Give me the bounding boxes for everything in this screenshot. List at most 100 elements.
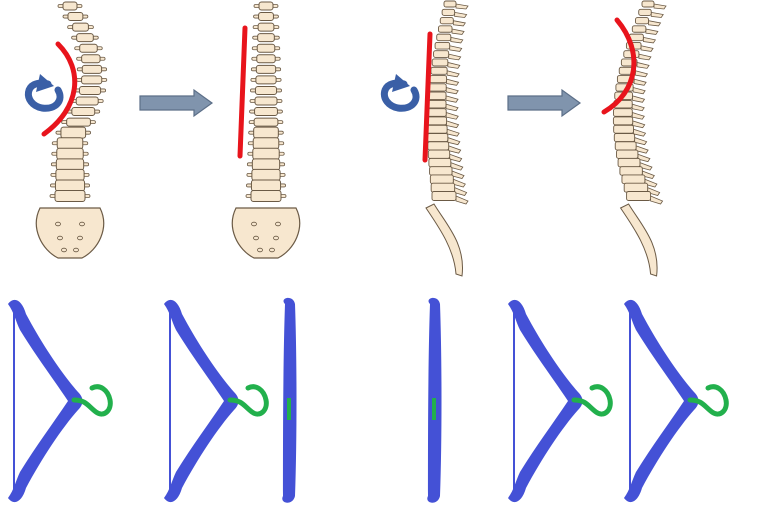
vertebra: [258, 12, 274, 22]
vertebra: [430, 66, 448, 75]
spine-front-straight-icon: [231, 1, 301, 259]
coat-hanger-edge-icon: [282, 297, 297, 503]
red-straight-line: [422, 31, 433, 163]
vertebra: [426, 108, 447, 117]
vertebra: [75, 96, 99, 106]
vertebra: [439, 17, 454, 25]
vertebra: [257, 33, 275, 43]
coat-hanger-front-icon: [8, 299, 113, 503]
curved-rotation-arrow-icon: [380, 74, 420, 112]
vertebra: [623, 182, 649, 193]
hanger-hook: [571, 384, 613, 417]
vertebra: [55, 168, 85, 181]
vertebra: [56, 137, 84, 150]
vertebra: [62, 1, 78, 11]
vertebra: [621, 174, 646, 185]
coat-hanger-front-icon: [508, 299, 613, 503]
vertebra: [251, 168, 281, 181]
vertebra: [429, 75, 448, 84]
vertebra: [429, 174, 454, 185]
sacral-foramen: [269, 247, 275, 253]
vertebra: [436, 33, 452, 42]
vertebra: [443, 0, 457, 8]
vertebra: [434, 41, 451, 50]
vertebra: [638, 8, 652, 16]
vertebra: [438, 25, 453, 33]
vertebra: [54, 190, 86, 202]
coat-hanger-front-icon: [164, 299, 269, 503]
right-arrow-icon: [139, 88, 214, 118]
vertebra: [428, 83, 447, 92]
vertebra: [431, 58, 449, 67]
vertebra: [251, 158, 281, 171]
sacral-foramen: [275, 221, 281, 227]
vertebra: [54, 179, 86, 192]
sacrum-side: [619, 203, 658, 277]
vertebra: [255, 64, 277, 74]
vertebra: [428, 157, 452, 168]
vertebra: [253, 126, 279, 139]
vertebra: [613, 108, 633, 117]
vertebra: [76, 33, 94, 43]
vertebra: [427, 141, 450, 151]
rotation-arrow-head: [36, 74, 54, 92]
vertebra: [55, 158, 85, 171]
hanger-hook-edge: [432, 398, 436, 420]
vertebra: [56, 147, 84, 160]
vertebra: [254, 85, 278, 95]
sacral-foramen: [79, 221, 85, 227]
vertebra: [426, 124, 448, 134]
vertebra: [631, 25, 647, 33]
vertebra: [67, 12, 84, 22]
sacral-foramen: [273, 235, 279, 241]
vertebra: [612, 116, 634, 126]
vertebra: [257, 22, 275, 32]
vertebra: [81, 75, 103, 85]
vertebra: [617, 157, 641, 168]
vertebra: [60, 126, 87, 139]
vertebra: [253, 117, 279, 127]
sacral-foramen: [57, 235, 63, 241]
coat-hanger-front-icon: [624, 299, 729, 503]
rotation-arrow-head: [392, 74, 410, 92]
coat-hanger-edge-icon: [427, 297, 442, 503]
sacral-foramen: [61, 247, 67, 253]
vertebra: [252, 137, 280, 150]
vertebra: [429, 166, 453, 176]
vertebra: [254, 107, 278, 117]
vertebra: [641, 0, 655, 8]
sacral-foramen: [77, 235, 83, 241]
vertebra: [81, 54, 101, 64]
vertebra: [427, 99, 447, 109]
vertebra: [427, 91, 447, 100]
vertebra: [613, 133, 636, 143]
vertebra: [614, 141, 637, 151]
hanger-hook: [227, 384, 269, 417]
vertebra: [72, 22, 89, 32]
red-straight-line: [237, 25, 248, 159]
vertebra: [426, 116, 448, 126]
sacrum: [231, 207, 301, 259]
sacral-foramen: [251, 221, 257, 227]
sacral-foramen: [55, 221, 61, 227]
rotation-arrow-body: [24, 79, 64, 112]
right-arrow-shape: [139, 88, 214, 118]
red-curve-line: [41, 41, 78, 137]
vertebra: [427, 149, 451, 159]
vertebra: [616, 149, 639, 159]
vertebra: [254, 96, 278, 106]
vertebra: [66, 117, 91, 127]
vertebra: [78, 85, 102, 95]
vertebra: [433, 50, 450, 58]
sacrum: [35, 207, 105, 259]
hanger-hook: [71, 384, 113, 417]
sacral-foramen: [257, 247, 263, 253]
rotation-arrow-body: [380, 79, 420, 112]
sacral-foramen: [73, 247, 79, 253]
vertebra: [626, 191, 652, 201]
vertebra: [256, 54, 276, 64]
sacrum-side: [425, 203, 464, 277]
hanger-hook-edge: [287, 398, 291, 420]
spinous-process: [455, 3, 469, 10]
